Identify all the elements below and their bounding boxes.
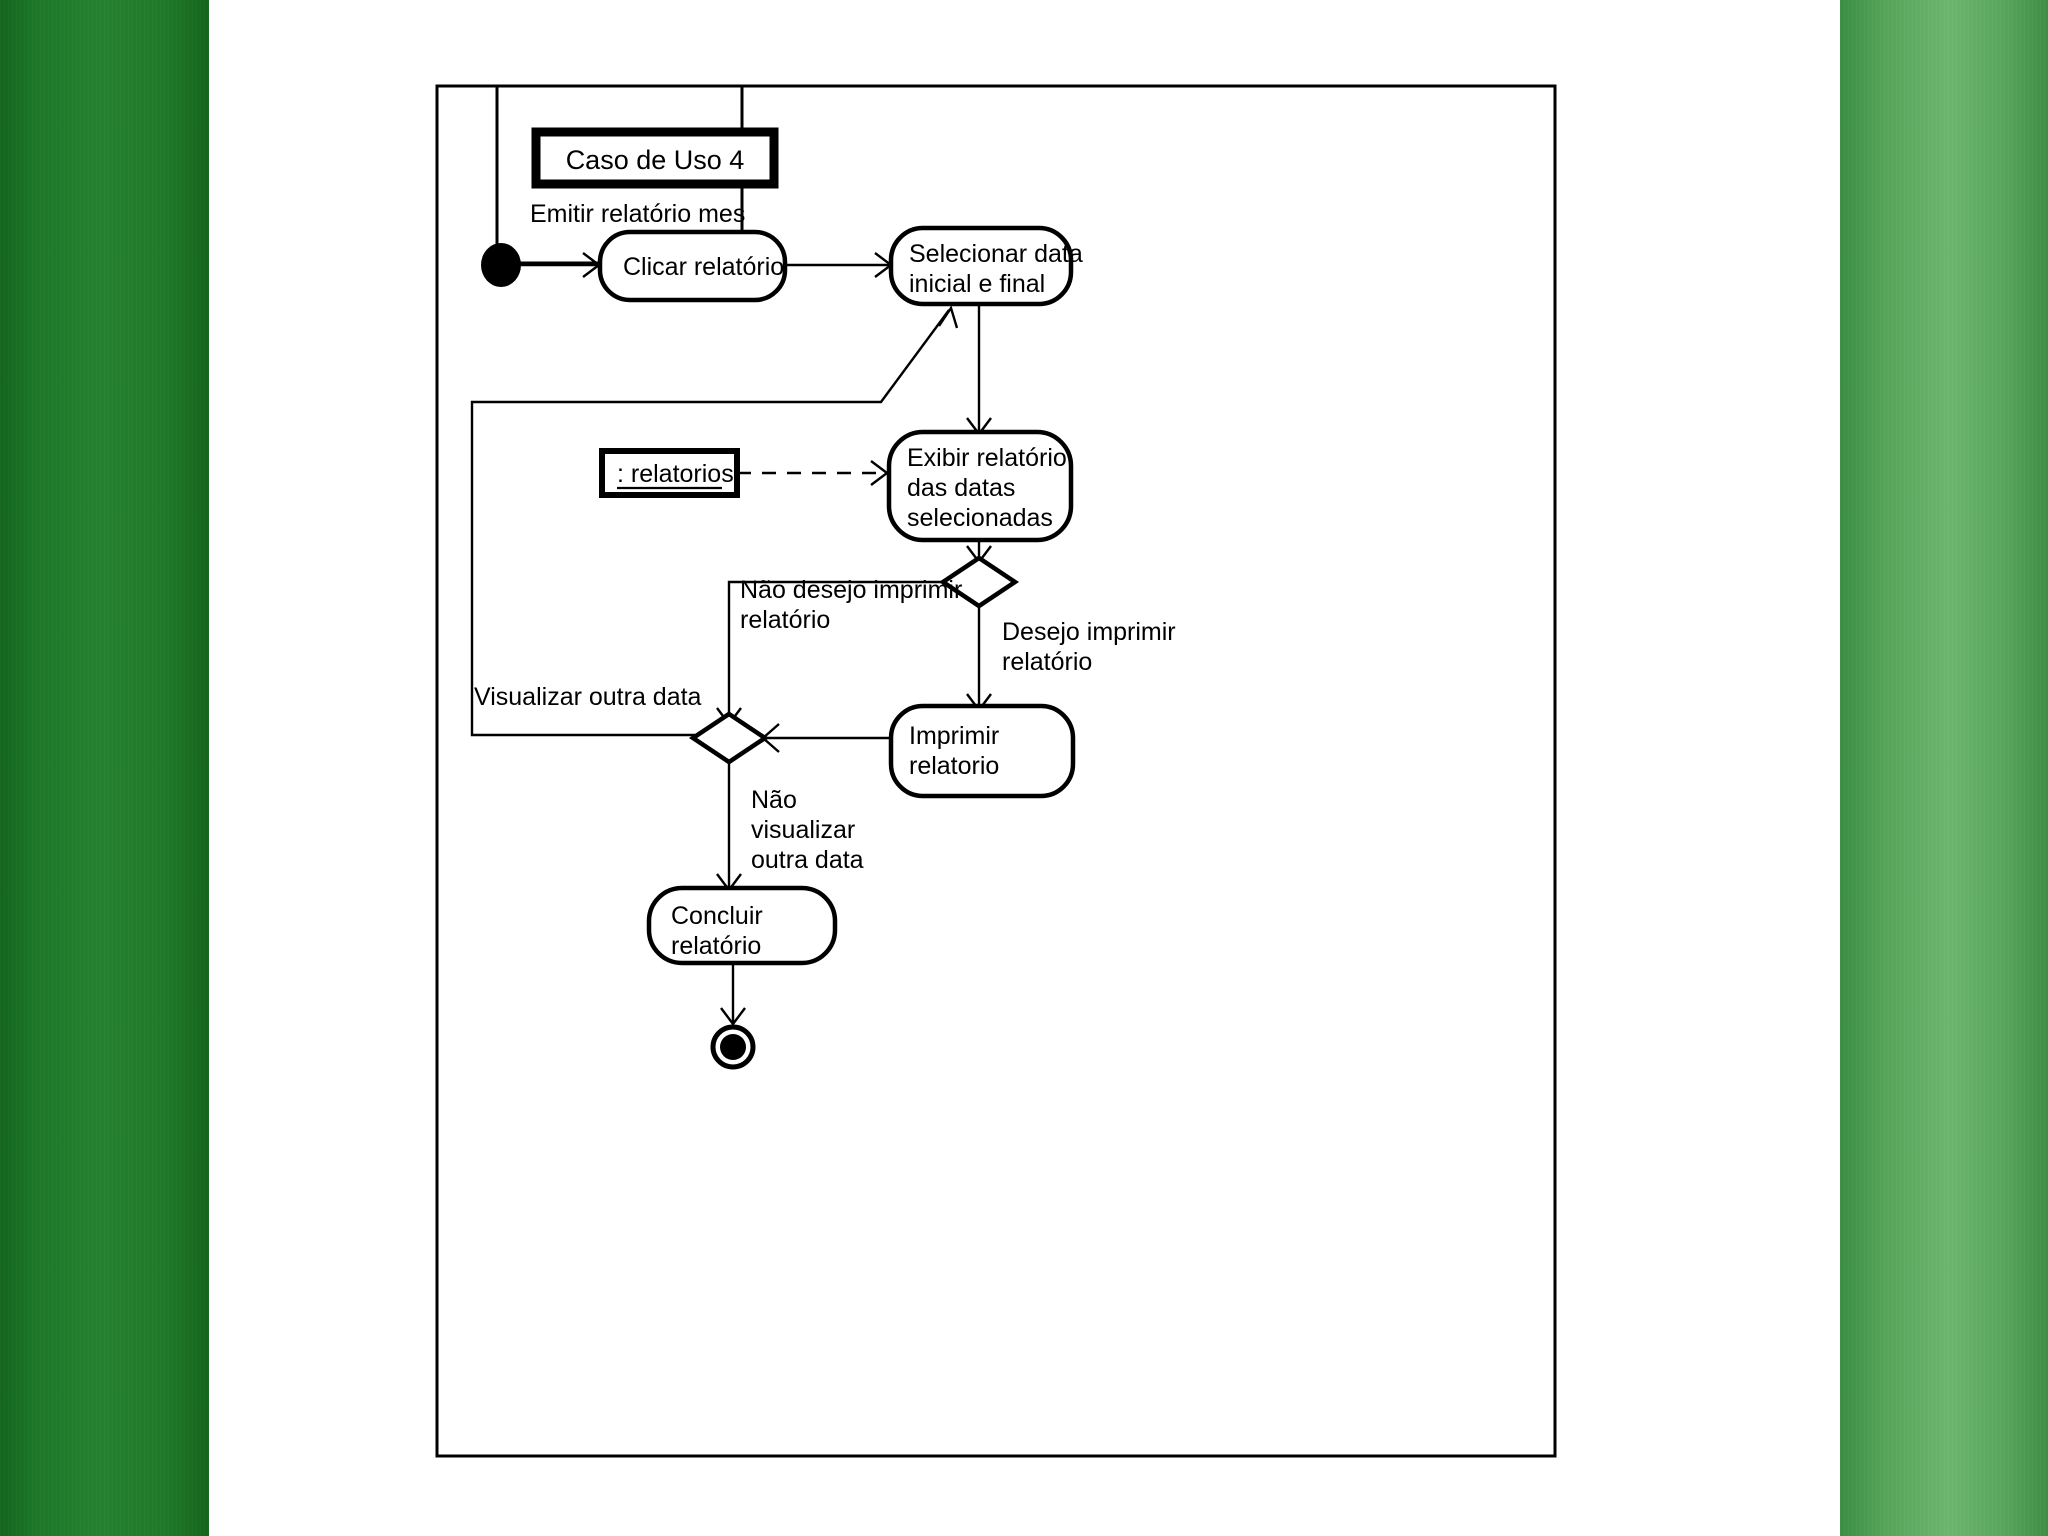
activity-imprimir-relatorio[interactable] (888, 703, 1076, 799)
arrowhead-concluir-to-final (720, 1007, 746, 1026)
merge-node (688, 711, 770, 765)
activity-clicar-relatorio-label: Clicar relatório (623, 253, 784, 281)
arrowhead-visualizar-outra-data (938, 305, 959, 329)
edge-decision-nao-imprimir (727, 580, 943, 722)
activity-exibir-relatorio-label-2: das datas (907, 474, 1015, 502)
guard-nao-visualizar-2: visualizar (751, 816, 855, 844)
activity-concluir-relatorio[interactable] (646, 885, 838, 966)
activity-imprimir-relatorio-label-1: Imprimir (909, 722, 999, 750)
activity-concluir-relatorio-label-2: relatório (671, 932, 761, 960)
edge-visualizar-outra-data (470, 309, 950, 737)
guard-nao-visualizar-1: Não (751, 786, 797, 814)
left-green-band (0, 0, 209, 1536)
guard-nao-desejo-imprimir-2: relatório (740, 606, 830, 634)
activity-exibir-relatorio-label-3: selecionadas (907, 504, 1053, 532)
activity-exibir-relatorio-label-1: Exibir relatório (907, 444, 1067, 472)
activity-concluir-relatorio-label-1: Concluir (671, 902, 763, 930)
activity-selecionar-data-label-2: inicial e final (909, 270, 1045, 298)
use-case-label-box (531, 127, 779, 189)
activity-selecionar-data[interactable] (888, 225, 1074, 307)
use-case-label: Caso de Uso 4 (566, 145, 745, 175)
guard-nao-desejo-imprimir-1: Não desejo imprimir (740, 576, 962, 604)
object-node-relatorios-label: : relatorios (617, 460, 734, 488)
right-green-band (1840, 0, 2048, 1536)
guard-desejo-imprimir-2: relatório (1002, 648, 1092, 676)
guard-nao-visualizar-3: outra data (751, 846, 864, 874)
activity-diagram: Caso de Uso 4 Emitir relatório mes Clica… (435, 84, 1557, 1458)
guard-visualizar-outra-data: Visualizar outra data (474, 683, 702, 711)
use-case-name: Emitir relatório mes (530, 200, 745, 228)
diagram-frame (435, 84, 1557, 1458)
activity-imprimir-relatorio-label-2: relatorio (909, 752, 999, 780)
slide-content-area: Caso de Uso 4 Emitir relatório mes Clica… (209, 0, 1840, 1536)
guard-desejo-imprimir-1: Desejo imprimir (1002, 618, 1176, 646)
final-node (720, 1034, 746, 1060)
activity-selecionar-data-label-1: Selecionar data (909, 240, 1083, 268)
initial-node (481, 243, 521, 287)
